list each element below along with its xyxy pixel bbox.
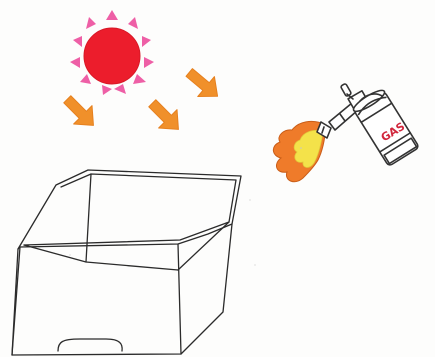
- box-inner-corner: [86, 174, 91, 262]
- arrow-down-right-icon: [181, 62, 226, 106]
- heat-arrows: [58, 62, 226, 138]
- box-handle: [58, 339, 122, 351]
- open-box-icon: [12, 170, 241, 355]
- sun-disc: [84, 28, 140, 84]
- gas-torch-icon: [317, 83, 419, 166]
- paper-specks: [69, 147, 301, 265]
- box-left-edge: [12, 249, 18, 355]
- arrow-down-right-icon: [58, 90, 103, 135]
- box-inner-floor-right: [178, 222, 229, 270]
- arrow-down-right-icon: [143, 94, 188, 139]
- box-inner-floor: [24, 245, 178, 270]
- box-rim: [18, 170, 241, 249]
- sun-icon: [70, 10, 154, 95]
